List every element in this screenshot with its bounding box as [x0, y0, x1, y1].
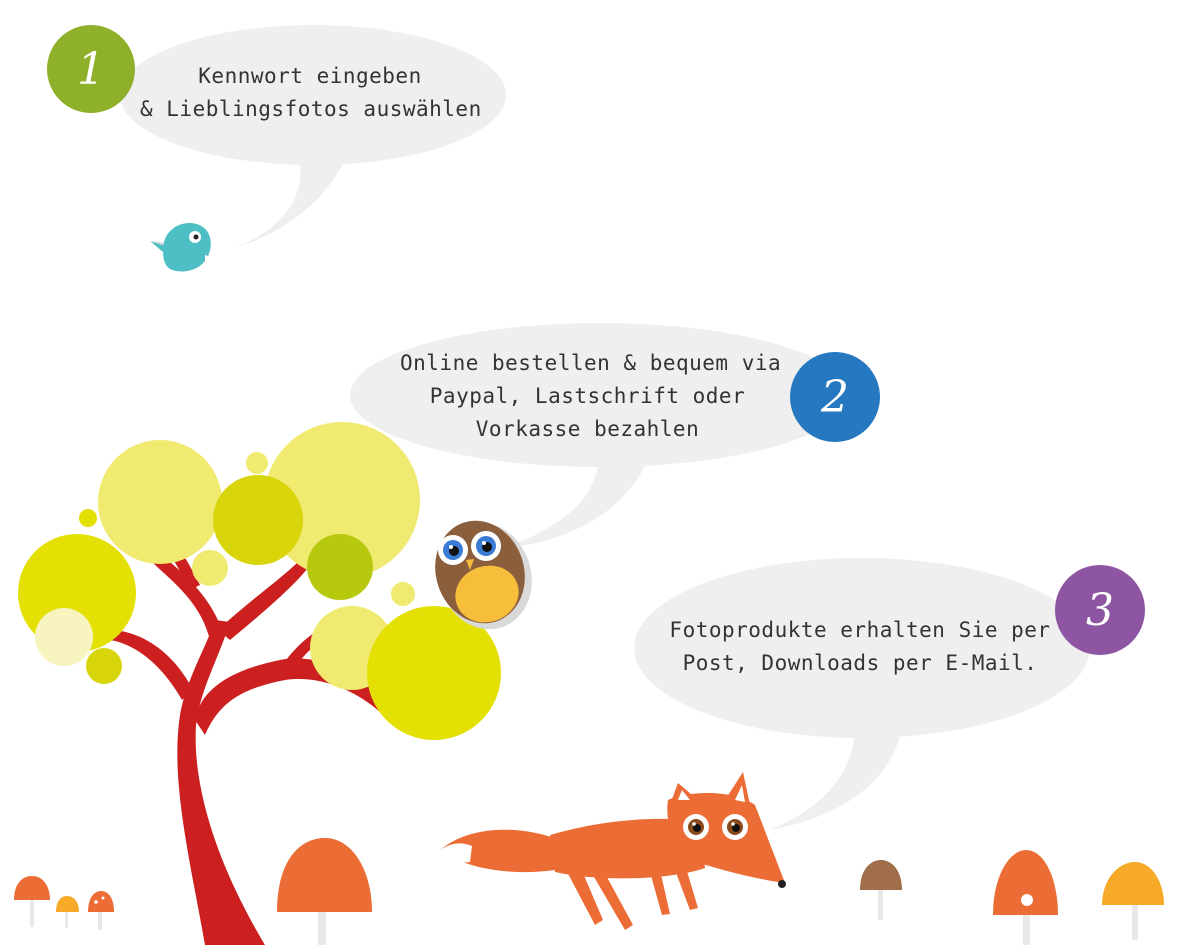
- step-2-line-2: Paypal, Lastschrift oder: [429, 384, 746, 408]
- mushroom-orange-right: [993, 850, 1058, 945]
- owl-icon: [435, 520, 532, 630]
- speech-bubble-3: [634, 558, 1090, 830]
- step-1-badge: 1: [47, 25, 135, 113]
- step-3-text: Fotoprodukte erhalten Sie per Post, Down…: [665, 614, 1055, 680]
- mushroom-brown: [860, 860, 902, 920]
- bird-icon: [150, 222, 214, 272]
- step-1-text: Kennwort eingeben & Lieblingsfotos auswä…: [140, 60, 482, 126]
- step-2-number: 2: [821, 371, 849, 423]
- step-2-line-3: Vorkasse bezahlen: [475, 417, 700, 441]
- step-2-text: Online bestellen & bequem via Paypal, La…: [400, 347, 782, 446]
- step-2-line-1: Online bestellen & bequem via: [400, 351, 782, 375]
- step-3-badge: 3: [1055, 565, 1145, 655]
- mushroom-yellow-right: [1102, 862, 1164, 940]
- speech-bubble-2: [350, 323, 850, 548]
- mushroom-small-3: [88, 891, 114, 930]
- mushroom-small-2: [56, 896, 79, 928]
- step-3-line-1: Fotoprodukte erhalten Sie per: [669, 618, 1051, 642]
- mushroom-large-left: [277, 838, 372, 945]
- step-1-number: 1: [77, 43, 105, 95]
- step-2-badge: 2: [790, 352, 880, 442]
- mushroom-small-1: [14, 876, 50, 927]
- step-1-line-2: & Lieblingsfotos auswählen: [140, 97, 482, 121]
- step-1-line-1: Kennwort eingeben: [198, 64, 422, 88]
- step-3-number: 3: [1086, 584, 1114, 636]
- speech-bubble-1: [120, 25, 506, 248]
- tree-foliage: [18, 422, 501, 740]
- fox-icon: [440, 772, 786, 930]
- step-3-line-2: Post, Downloads per E-Mail.: [682, 651, 1038, 675]
